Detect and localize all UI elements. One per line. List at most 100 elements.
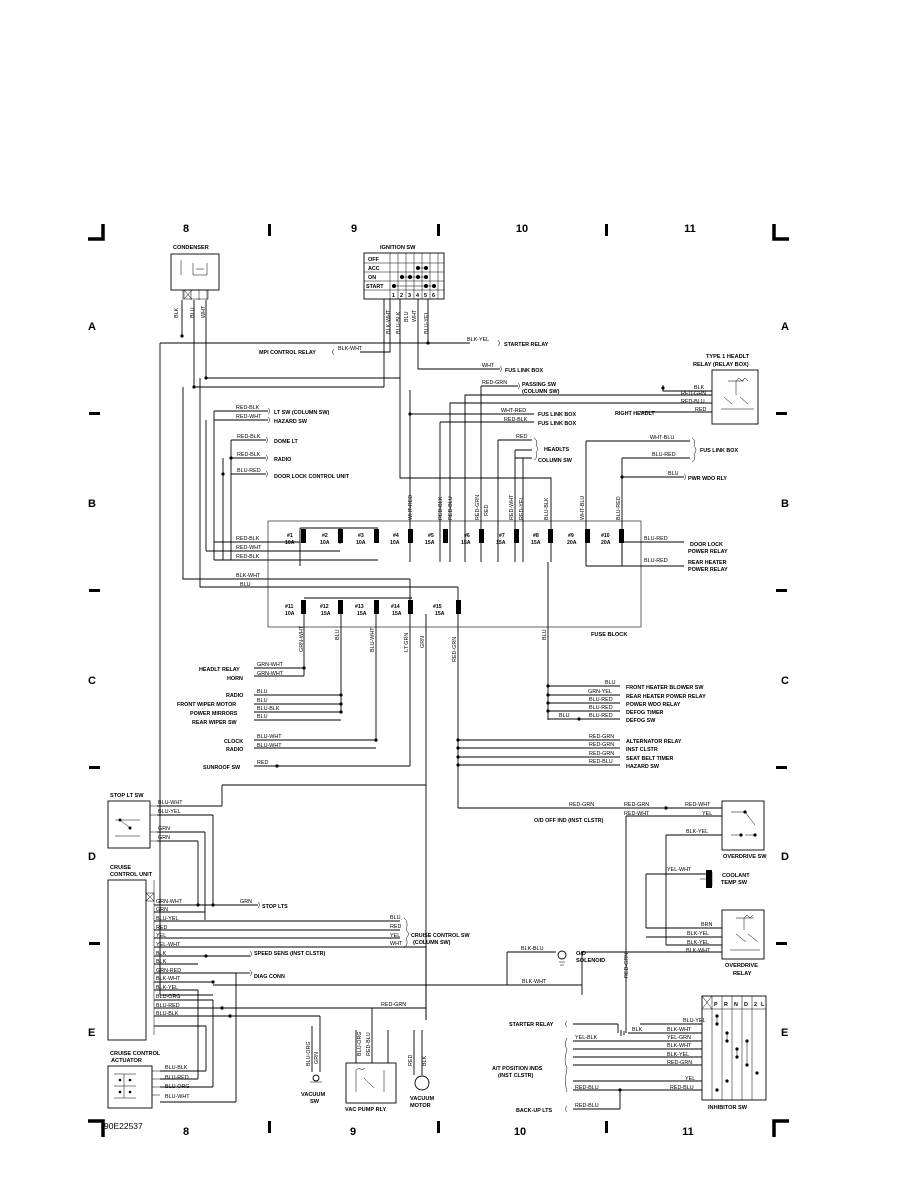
dest-power-wdo-relay: POWER WDO RELAY [626, 702, 681, 708]
corner-top-right [772, 224, 789, 241]
vwire-red: RED [484, 505, 490, 516]
cu-wire-red: RED [156, 925, 167, 931]
inh-wire-yel: YEL [685, 1076, 695, 1082]
svg-text:15A: 15A [461, 540, 471, 546]
row-label-left-E: E [88, 1027, 95, 1039]
svg-text:#2: #2 [322, 533, 328, 539]
wire-inst-red-grn: RED-GRN [589, 742, 614, 748]
ign-term-4: 4 [416, 293, 419, 299]
vwire-blu-red: BLU-RED [616, 496, 622, 520]
condenser-wire-2: BLU [190, 307, 196, 318]
ign-pos-acc: ACC [368, 266, 380, 272]
upper-wiring: BLK-YEL STARTER RELAY BLK-WHT MPI CONTRO… [159, 299, 759, 996]
overdrive-sw-box [721, 800, 765, 851]
vac-wire-red-blu: RED-BLU [366, 1032, 372, 1056]
ign-contacts [392, 266, 436, 288]
cu-sw-blu: BLU [390, 915, 401, 921]
svg-text:#4: #4 [393, 533, 399, 539]
inh-wire-blk-wht: BLK-WHT [667, 1027, 692, 1033]
dest-starter-relay-e: STARTER RELAY [509, 1022, 554, 1028]
inhibitor-sw-box [701, 995, 767, 1101]
lvwire-blu-wht: BLU-WHT [370, 627, 376, 652]
fuse-left-red-wht: RED-WHT [236, 545, 262, 551]
vacuum-sw-symbol [312, 1074, 320, 1082]
vac-wire-blu-org: BLU-ORG [306, 1041, 312, 1066]
od-solenoid-title: O/D [576, 951, 586, 957]
ign-wire-3: BLU [404, 311, 410, 322]
cruise-actuator-box [107, 1065, 153, 1109]
col-tick-bottom-3 [605, 1121, 608, 1133]
vwire-red-blu: RED-BLU [448, 496, 454, 520]
inh-pos-d: D [744, 1002, 748, 1008]
vacuum-sw-title: VACUUM [301, 1092, 325, 1098]
cruise-unit-box [107, 879, 147, 1041]
wire-radio-blu: BLU [257, 689, 268, 695]
inh-wire-blu-yel: BLU-YEL [683, 1018, 705, 1024]
wire-headlt-grn-wht: GRN-WHT [257, 662, 284, 668]
stop-wire-grn: GRN [158, 826, 170, 832]
od-solenoid-symbol [557, 950, 567, 960]
dest-fus-link-box-c: FUS LINK BOX [700, 448, 738, 454]
stop-wire-blu-wht: BLU-WHT [158, 800, 183, 806]
cu-wire-grn: GRN [156, 907, 168, 913]
svg-text:10A: 10A [320, 540, 330, 546]
dest-radio-c2: RADIO [226, 747, 243, 753]
wire-alt-red-grn: RED-GRN [589, 734, 614, 740]
svg-text:10A: 10A [356, 540, 366, 546]
cu-wire-blk: BLK [156, 951, 167, 957]
svg-text:#13: #13 [355, 604, 364, 610]
wire-blu-red-b: BLU-RED [652, 452, 676, 458]
svg-text:#3: #3 [358, 533, 364, 539]
vac-wire-grn: GRN [314, 1052, 320, 1064]
wire-red-blk-b: RED-BLK [504, 417, 528, 423]
ign-term-2: 2 [400, 293, 403, 299]
overdrive-relay-title-2: RELAY [733, 971, 752, 977]
dest-fus-link-box: FUS LINK BOX [505, 368, 543, 374]
coolant-temp-title: COOLANT [722, 873, 750, 879]
wire-defog-timer-blu-red: BLU-RED [589, 705, 613, 711]
row-label-right-D: D [781, 851, 789, 863]
row-label-right-E: E [781, 1027, 788, 1039]
wire-wht-blu: WHT-BLU [650, 435, 674, 441]
wire-od-red-wht: RED-WHT [624, 811, 650, 817]
lvwire-blu: BLU [335, 629, 341, 640]
cu-wire-blu-yel: BLU-YEL [156, 916, 178, 922]
dest-front-wiper: FRONT WIPER MOTOR [177, 702, 236, 708]
inh-pos-2: 2 [754, 1002, 757, 1008]
vac-wire-blu-org-2: BLU-ORG [357, 1031, 363, 1056]
stop-lt-sw-box [107, 800, 151, 849]
inhibitor-contacts [715, 1014, 759, 1092]
dest-rear-heater-pr-2: POWER RELAY [688, 567, 728, 573]
cu-sw-yel: YEL [390, 933, 400, 939]
row-tick-right-1 [776, 412, 787, 415]
corner-bottom-left [88, 1119, 105, 1137]
svg-text:#11: #11 [285, 604, 293, 610]
svg-text:15A: 15A [531, 540, 541, 546]
svg-text:#5: #5 [428, 533, 434, 539]
cu-wire-blu-red: BLU-RED [156, 1003, 180, 1009]
dest-defog-sw: DEFOG SW [626, 718, 656, 724]
col-tick-bottom-2 [437, 1121, 440, 1133]
vwire-red-blk: RED-BLK [438, 496, 444, 520]
cu-wire-blk-yel: BLK-YEL [156, 985, 178, 991]
dest-mpi-control-relay: MPI CONTROL RELAY [259, 350, 316, 356]
dest-cruise-control-sw-2: (COLUMN SW) [413, 940, 451, 946]
dest-fus-link-box-b: FUS LINK BOX [538, 421, 576, 427]
dest-alternator-relay: ALTERNATOR RELAY [626, 739, 682, 745]
wire-front-wiper-blu: BLU [257, 698, 268, 704]
stop-wire-grn-2: GRN [158, 835, 170, 841]
inh-wire-red-blu: RED-BLU [670, 1085, 694, 1091]
vac-wire-red: RED [408, 1055, 414, 1066]
wire-defog-sw-blu-red: BLU-RED [589, 713, 613, 719]
wire-od-red-grn-2: RED-GRN [624, 802, 649, 808]
wire-yel-blk: YEL-BLK [575, 1035, 598, 1041]
overdrive-section: RED-GRN RED-GRN RED-WHT RED-WHT YEL BLK-… [213, 800, 767, 1015]
wire-red-grn: RED-GRN [482, 380, 507, 386]
cu-wire-blu-org: BLU-ORG [156, 994, 181, 1000]
